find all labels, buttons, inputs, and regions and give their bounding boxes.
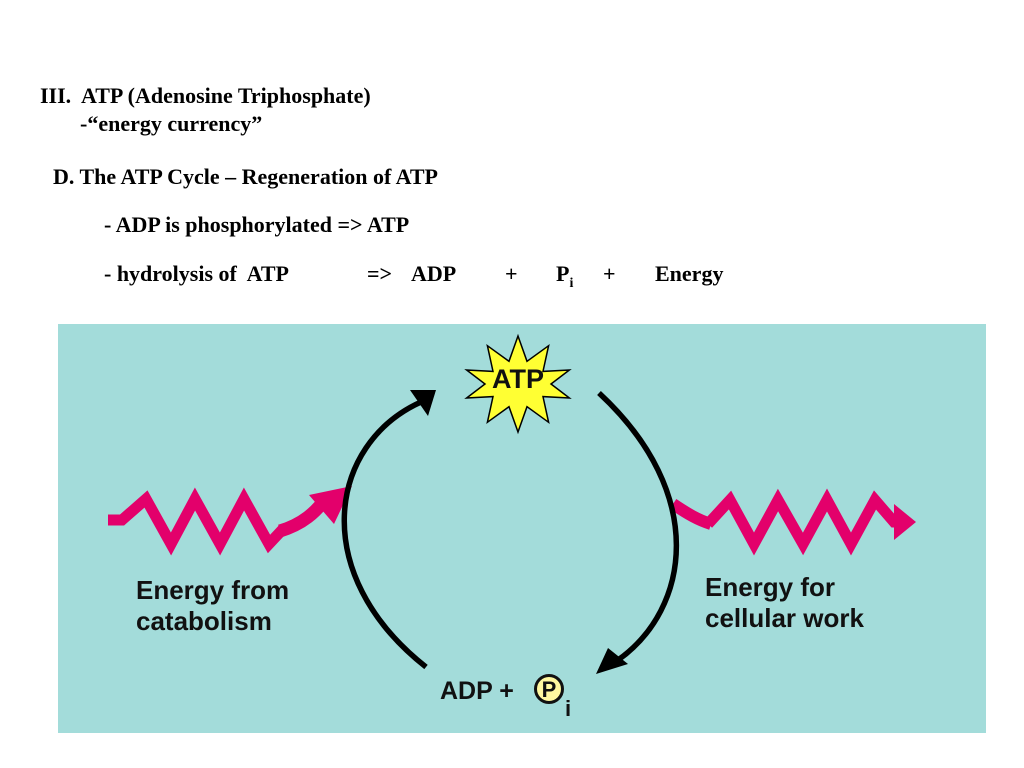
phosphate-subscript: i bbox=[565, 696, 572, 721]
zigzag-arrow-icon bbox=[669, 488, 916, 556]
hydrolysis-adp: ADP bbox=[411, 261, 457, 286]
atp-cycle-diagram: ATP Energy from catabolism Energy for ce… bbox=[58, 324, 986, 733]
energy-for-cellular-work-label: Energy for cellular work bbox=[705, 572, 864, 634]
energy-from-catabolism-label: Energy from catabolism bbox=[136, 575, 290, 637]
section-subtitle: -“energy currency” bbox=[80, 111, 263, 136]
hydrolysis-phosphate: Pi bbox=[556, 261, 574, 291]
phosphate-icon: P bbox=[534, 674, 564, 704]
section-number: III. bbox=[40, 83, 72, 108]
atp-label: ATP bbox=[492, 364, 544, 394]
adp-label: ADP + bbox=[440, 677, 514, 705]
section-heading: III. ATP (Adenosine Triphosphate) bbox=[29, 63, 371, 107]
hydrolysis-plus-1: + bbox=[505, 261, 518, 286]
starburst-icon bbox=[464, 333, 572, 435]
bullet-phosphorylation: - ADP is phosphorylated => ATP bbox=[104, 212, 410, 237]
hydrolysis-plus-2: + bbox=[603, 261, 616, 286]
section-title: ATP (Adenosine Triphosphate) bbox=[80, 83, 371, 108]
subsection-title: D. The ATP Cycle – Regeneration of ATP bbox=[53, 164, 438, 189]
curved-arrow-icon bbox=[596, 390, 679, 674]
hydrolysis-energy: Energy bbox=[655, 261, 724, 286]
curved-arrow-icon bbox=[341, 390, 436, 670]
atp-cycle-graphic bbox=[108, 333, 916, 674]
zigzag-arrow-icon bbox=[108, 486, 352, 556]
hydrolysis-lead: - hydrolysis of ATP bbox=[104, 261, 289, 286]
bullet-hydrolysis: - hydrolysis of ATP => ADP + Pi + Energy bbox=[104, 263, 723, 439]
hydrolysis-arrow: => bbox=[367, 261, 393, 286]
